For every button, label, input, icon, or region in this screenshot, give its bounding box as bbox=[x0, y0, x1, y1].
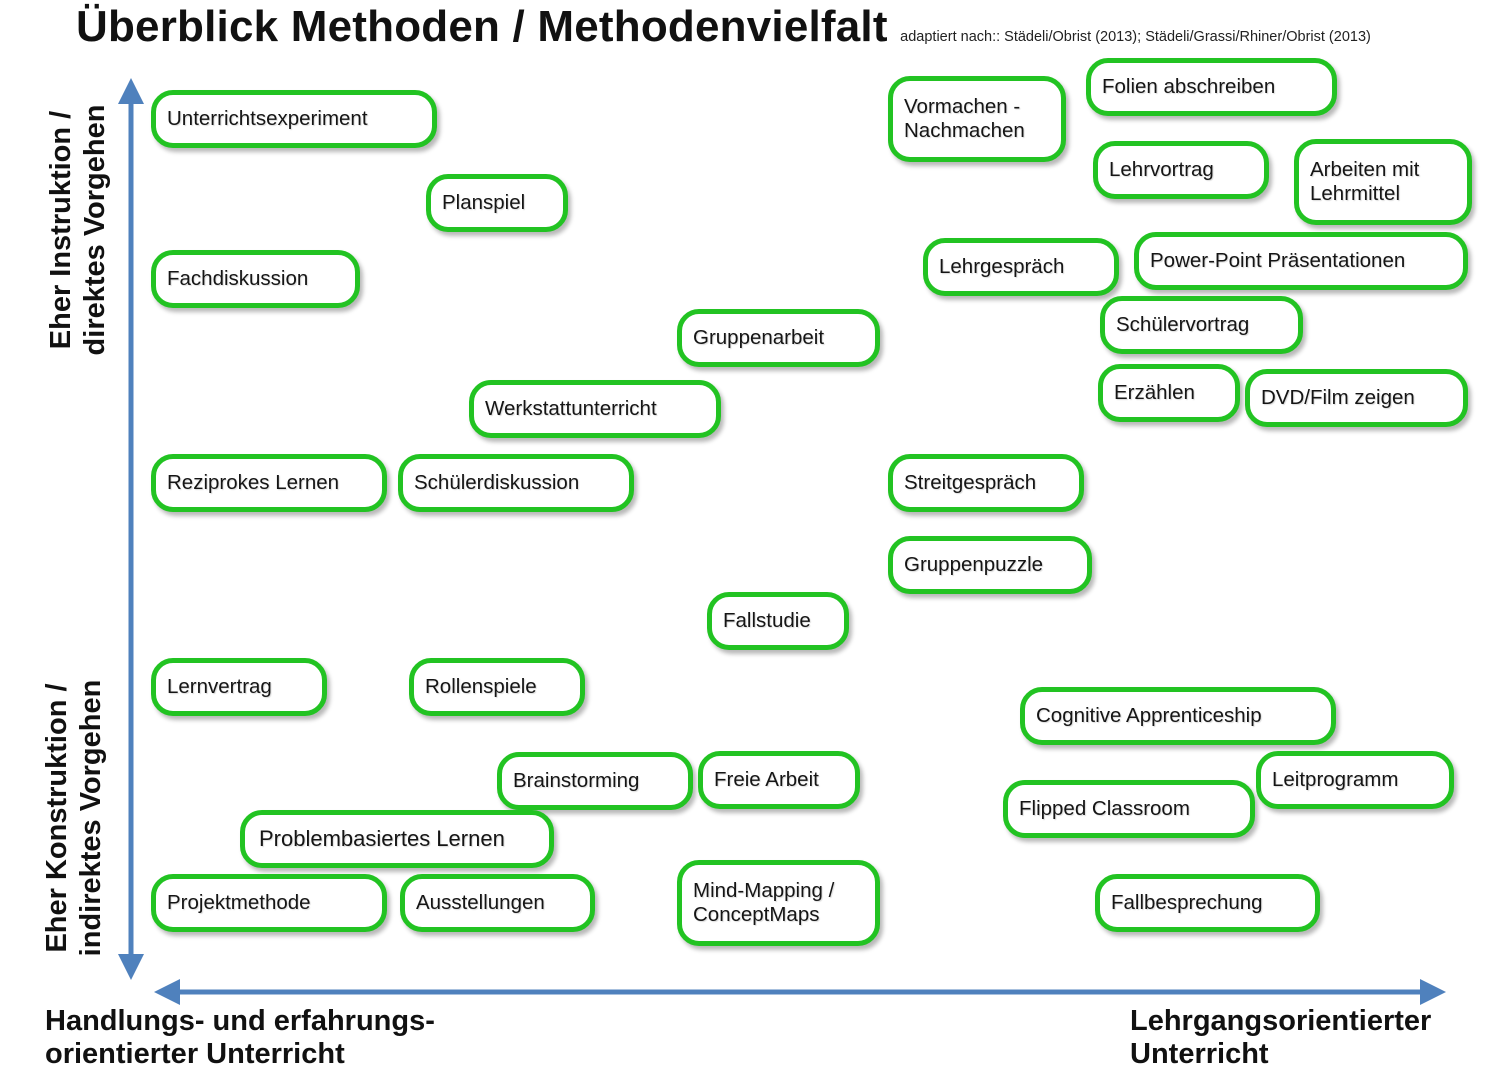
method-schuelerdiskussion: Schülerdiskussion bbox=[398, 454, 634, 512]
method-ausstellungen: Ausstellungen bbox=[400, 874, 595, 932]
method-erzaehlen: Erzählen bbox=[1098, 364, 1240, 422]
method-cognitive-apprenticeship: Cognitive Apprenticeship bbox=[1020, 687, 1336, 745]
method-planspiel: Planspiel bbox=[426, 174, 568, 232]
method-streitgespraech: Streitgespräch bbox=[888, 454, 1084, 512]
method-lehrvortrag: Lehrvortrag bbox=[1093, 141, 1269, 199]
method-projektmethode: Projektmethode bbox=[151, 874, 387, 932]
method-fallstudie: Fallstudie bbox=[707, 592, 849, 650]
method-brainstorming: Brainstorming bbox=[497, 752, 693, 810]
method-mind-mapping: Mind-Mapping / ConceptMaps bbox=[677, 860, 880, 946]
method-fachdiskussion: Fachdiskussion bbox=[151, 250, 360, 308]
method-freie-arbeit: Freie Arbeit bbox=[698, 751, 860, 809]
method-flipped-classroom: Flipped Classroom bbox=[1003, 780, 1255, 838]
method-werkstattunterricht: Werkstattunterricht bbox=[469, 380, 721, 438]
method-power-point: Power-Point Präsentationen bbox=[1134, 232, 1468, 290]
title-row: Überblick Methoden / Methodenvielfalt ad… bbox=[76, 2, 1371, 52]
method-schuelervortrag: Schülervortrag bbox=[1100, 296, 1303, 354]
method-unterrichtsexperiment: Unterrichtsexperiment bbox=[151, 90, 437, 148]
method-rollenspiele: Rollenspiele bbox=[409, 658, 585, 716]
x-axis-arrow-right bbox=[1420, 979, 1446, 1005]
method-lernvertrag: Lernvertrag bbox=[151, 658, 327, 716]
method-vormachen-nachmachen: Vormachen - Nachmachen bbox=[888, 76, 1066, 162]
method-reziprokes-lernen: Reziprokes Lernen bbox=[151, 454, 387, 512]
x-axis-label-left: Handlungs- und erfahrungs- orientierter … bbox=[45, 1005, 435, 1070]
y-axis-arrow-top bbox=[118, 78, 144, 104]
method-folien-abschreiben: Folien abschreiben bbox=[1086, 58, 1337, 116]
method-arbeiten-mit-lehrmittel: Arbeiten mit Lehrmittel bbox=[1294, 139, 1472, 225]
method-leitprogramm: Leitprogramm bbox=[1256, 751, 1454, 809]
method-gruppenarbeit: Gruppenarbeit bbox=[677, 309, 880, 367]
x-axis-arrow-left bbox=[154, 979, 180, 1005]
method-problembasiertes-lernen: Problembasiertes Lernen bbox=[240, 810, 554, 868]
method-fallbesprechung: Fallbesprechung bbox=[1095, 874, 1320, 932]
page-title: Überblick Methoden / Methodenvielfalt bbox=[76, 2, 888, 51]
x-axis-label-right: Lehrgangsorientierter Unterricht bbox=[1130, 1005, 1432, 1070]
method-gruppenpuzzle: Gruppenpuzzle bbox=[888, 536, 1092, 594]
y-axis-label-top: Eher Instruktion / direktes Vorgehen bbox=[45, 104, 111, 356]
y-axis-label-bottom: Eher Konstruktion / indirektes Vorgehen bbox=[41, 679, 107, 957]
source-note: adaptiert nach:: Städeli/Obrist (2013); … bbox=[900, 29, 1371, 45]
method-dvd-film-zeigen: DVD/Film zeigen bbox=[1245, 369, 1468, 427]
method-lehrgespraech: Lehrgespräch bbox=[923, 238, 1119, 296]
y-axis-arrow-bottom bbox=[118, 954, 144, 980]
